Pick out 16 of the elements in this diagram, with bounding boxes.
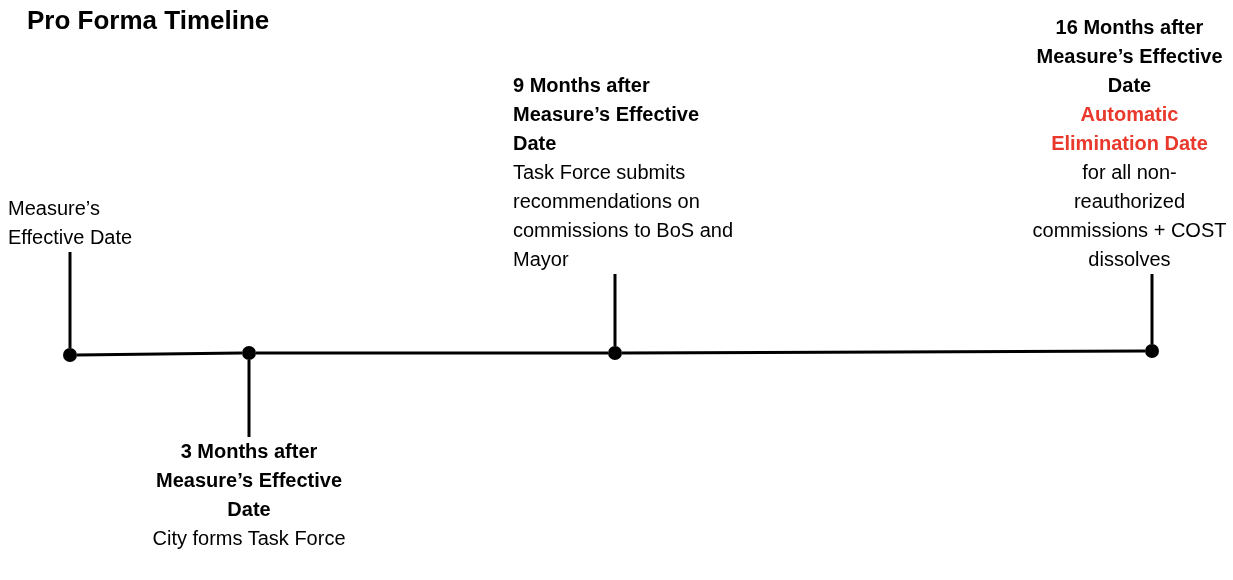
leader-line — [68, 252, 72, 348]
milestone-text: City forms Task Force — [151, 526, 347, 551]
timeline-line — [622, 349, 1145, 355]
leader-line — [613, 274, 617, 346]
milestone-heading: Measure’s Effective Date — [8, 196, 134, 250]
leader-line — [1150, 274, 1154, 344]
milestone-text: for all non-reauthorized commissions + COST dissolves — [1031, 160, 1228, 272]
timeline-line — [256, 351, 608, 355]
milestone-heading: 16 Months after Measure’s Effective Date — [1035, 15, 1224, 98]
milestone-text: Task Force submits recommendations on commissions to BoS and Mayor — [513, 160, 735, 272]
milestone-heading: 9 Months after Measure’s Effective Date — [513, 73, 700, 156]
milestone-text: Automatic Elimination Date — [1050, 102, 1209, 156]
title: Pro Forma Timeline — [27, 4, 270, 37]
milestone-heading: 3 Months after Measure’s Effective Date — [155, 439, 343, 522]
timeline-line — [76, 351, 243, 357]
leader-line — [247, 360, 251, 437]
